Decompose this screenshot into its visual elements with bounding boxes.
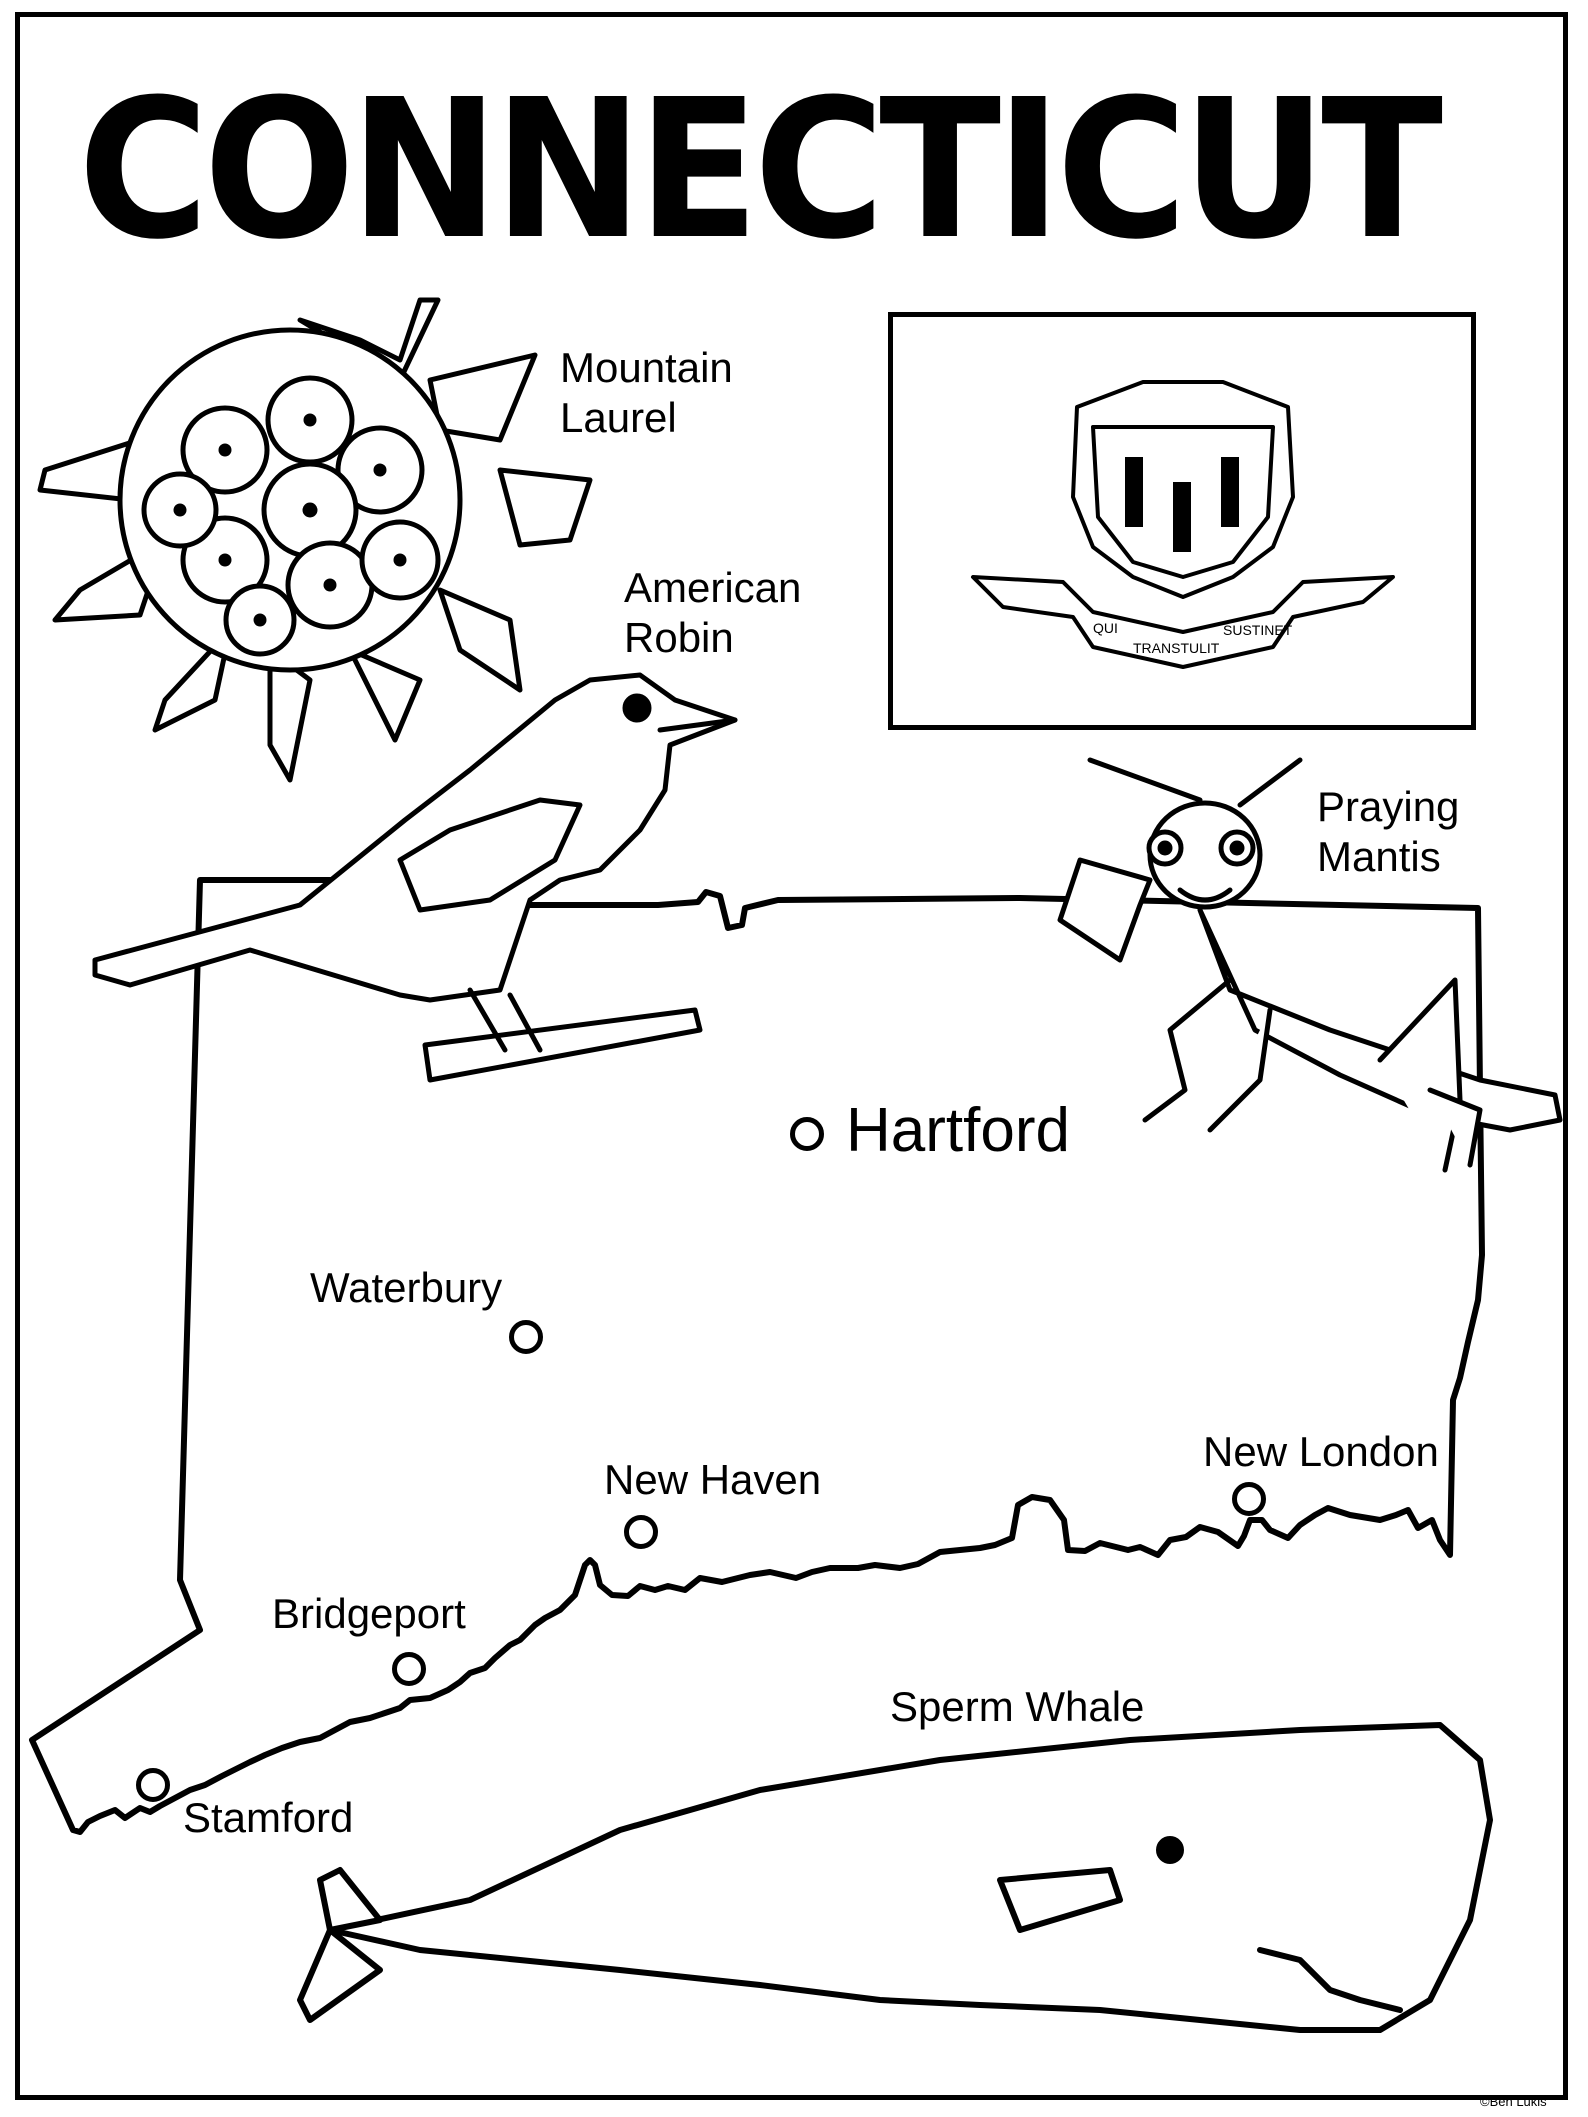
city-label-waterbury: Waterbury xyxy=(310,1264,503,1311)
city-label-new-london: New London xyxy=(1203,1428,1439,1475)
city-label-bridgeport: Bridgeport xyxy=(272,1590,466,1637)
copyright-credit: ©Ben Lukis xyxy=(1480,2094,1547,2109)
city-label-hartford: Hartford xyxy=(846,1096,1070,1165)
flower-stamen-details xyxy=(173,413,407,627)
mountain-laurel-illustration xyxy=(37,297,593,783)
sperm-whale-illustration xyxy=(297,1722,1493,2033)
flag-motto-word-2: TRANSTULIT xyxy=(1133,640,1220,656)
bird-label: American Robin xyxy=(624,564,802,661)
city-label-stamford: Stamford xyxy=(183,1794,354,1841)
city-marker-bridgeport xyxy=(392,1652,426,1686)
state-flag: QUI TRANSTULIT SUSTINET xyxy=(888,312,1476,730)
flower-label: Mountain Laurel xyxy=(560,344,733,441)
page-border xyxy=(15,12,1568,2100)
city-marker-waterbury xyxy=(509,1320,543,1354)
animal-label: Sperm Whale xyxy=(890,1683,1145,1730)
city-marker-hartford xyxy=(790,1117,824,1151)
city-label-new-haven: New Haven xyxy=(604,1456,822,1503)
flag-motto-word-3: SUSTINET xyxy=(1223,622,1293,638)
city-marker-new-london xyxy=(1232,1482,1266,1516)
city-marker-stamford xyxy=(136,1768,170,1802)
american-robin-illustration xyxy=(92,672,738,1083)
city-marker-new-haven xyxy=(624,1515,658,1549)
page-title: CONNECTICUT xyxy=(78,59,1443,282)
state-outline-map xyxy=(29,877,1485,1835)
flag-seal-graphic: QUI TRANSTULIT SUSTINET xyxy=(971,380,1395,669)
insect-label: Praying Mantis xyxy=(1317,783,1460,880)
flag-motto-word-1: QUI xyxy=(1093,620,1118,636)
praying-mantis-illustration xyxy=(1057,757,1563,1173)
